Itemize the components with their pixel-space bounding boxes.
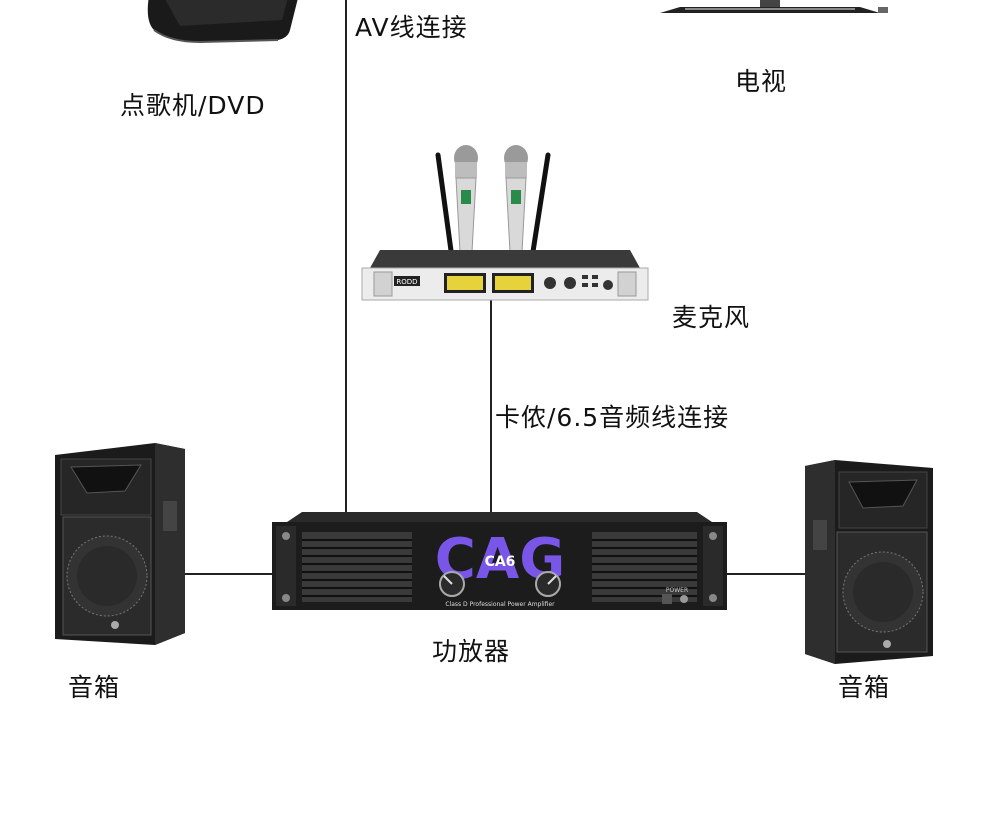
amplifier-device: CAG CA6 Class D Professional Power Ampli… xyxy=(272,512,727,610)
amp-model-text: CA6 xyxy=(485,554,516,570)
mic-brand-text: RODD xyxy=(396,278,417,286)
av-cable-line xyxy=(345,0,347,515)
speaker-right-label: 音箱 xyxy=(838,673,891,702)
left-speaker xyxy=(55,443,185,645)
amp-power-text: POWER xyxy=(666,587,688,594)
amp-tagline: Class D Professional Power Amplifier xyxy=(445,601,555,608)
tv-label: 电视 xyxy=(735,67,788,96)
karaoke-device xyxy=(147,0,298,44)
left-speaker-line xyxy=(185,573,275,575)
microphone-device: RODD xyxy=(361,145,649,301)
right-speaker xyxy=(805,460,933,664)
av-cable-label: AV线连接 xyxy=(355,13,468,42)
tv-device xyxy=(660,0,888,13)
right-speaker-line xyxy=(722,573,808,575)
speaker-left-label: 音箱 xyxy=(68,673,121,702)
mic-cable-label: 卡侬/6.5音频线连接 xyxy=(495,403,730,432)
mic-cable-line xyxy=(490,298,492,516)
amplifier-label: 功放器 xyxy=(432,637,511,666)
karaoke-label: 点歌机/DVD xyxy=(120,91,266,120)
microphone-label: 麦克风 xyxy=(672,303,751,332)
